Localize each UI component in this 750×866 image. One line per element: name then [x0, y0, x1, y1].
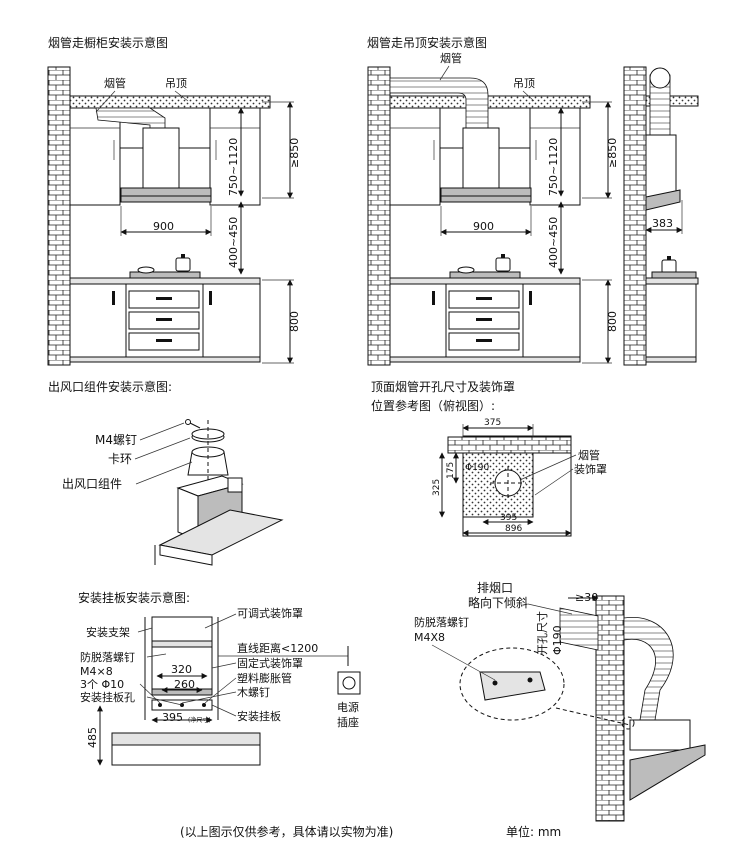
countertop — [69, 277, 261, 285]
cabinet-routing-diagram: 烟管走橱柜安装示意图 烟管 — [47, 35, 301, 366]
three-phi10-label: 3个 Φ10 — [80, 678, 124, 691]
plan-cover-label: 装饰罩 — [574, 462, 607, 476]
exhaust-wall — [595, 595, 625, 822]
brick-wall — [47, 66, 71, 366]
mount-diagram-title: 安装挂板安装示意图: — [78, 590, 190, 605]
fixed-cover-label: 固定式装饰罩 — [237, 656, 303, 670]
side-view-diagram: 383 — [623, 66, 699, 366]
dim-750-1120-b: 750~1120 — [547, 138, 560, 196]
m4x8-label: M4×8 — [80, 665, 113, 678]
dim-750-1120: 750~1120 — [227, 138, 240, 196]
outlet-diagram-title: 出风口组件安装示意图: — [48, 379, 172, 394]
m4-screw-label: M4螺钉 — [95, 433, 137, 447]
mount-plate-diagram: 安装挂板安装示意图: 395 (净尺寸) 320 260 485 安装支架 防脱… — [78, 590, 361, 766]
hole-size-label: 开孔尺寸 — [535, 611, 549, 655]
mount-plate-label: 安装挂板 — [237, 709, 281, 723]
top-hole-title-2: 位置参考图（俯视图）: — [371, 398, 495, 413]
mount-hole-label: 安装挂板孔 — [80, 690, 135, 704]
outlet-assembly-diagram: 出风口组件安装示意图: M4螺钉 卡环 出风口组件 — [48, 379, 284, 566]
exhaust-pipe-out — [559, 607, 599, 651]
socket-label-1: 电源 — [337, 700, 359, 714]
dim-320: 320 — [171, 663, 192, 676]
hood-chimney — [142, 127, 180, 189]
socket-label-2: 插座 — [337, 715, 359, 729]
power-socket-icon — [337, 671, 361, 695]
footer-note: (以上图示仅供参考，具体请以实物为准) — [180, 824, 393, 839]
dim-325: 325 — [432, 479, 442, 496]
plan-wall — [447, 436, 572, 454]
ceiling-label: 吊顶 — [165, 77, 187, 90]
plan-duct-label: 烟管 — [578, 448, 600, 462]
dim-375: 375 — [484, 418, 501, 428]
dim-800-b: 800 — [606, 311, 619, 332]
bracket-label: 安装支架 — [86, 625, 130, 639]
hood-body — [120, 187, 212, 203]
exhaust-pipe-bend — [623, 616, 674, 721]
m4-screw-icon — [185, 419, 191, 425]
dim-min-850-b: ≥850 — [606, 138, 619, 168]
dim-phi190-wall: Φ190 — [551, 625, 564, 655]
outlet-assembly-label: 出风口组件 — [62, 477, 122, 491]
duct-label: 烟管 — [104, 76, 126, 90]
m4x8-label-2: M4X8 — [414, 631, 445, 644]
dim-400-450-b: 400~450 — [547, 217, 560, 268]
adjustable-cover — [151, 616, 213, 642]
upper-cabinet-left — [69, 107, 121, 206]
dim-485: 485 — [86, 727, 99, 748]
pot-icon — [175, 257, 191, 272]
top-hole-title-1: 顶面烟管开孔尺寸及装饰罩 — [371, 379, 515, 394]
dim-900-b: 900 — [473, 220, 494, 233]
footer-unit: 单位: mm — [506, 824, 561, 839]
dim-400-450: 400~450 — [227, 217, 240, 268]
exhaust-label-2: 略向下倾斜 — [468, 595, 528, 610]
ceiling-slab — [69, 95, 271, 109]
ceiling-routing-diagram: 烟管走吊顶安装示意图 烟管 吊顶 — [367, 35, 619, 366]
dim-383: 383 — [652, 217, 673, 230]
dim-ge30: ≥30 — [575, 591, 598, 604]
anti-drop-screw-label: 防脱落螺钉 — [80, 650, 135, 664]
upper-cabinet-right — [209, 107, 261, 206]
ceiling-label-2: 吊顶 — [513, 77, 535, 90]
top-hole-plan-diagram: 顶面烟管开孔尺寸及装饰罩 位置参考图（俯视图）: 375 325 175 Φ19… — [371, 379, 607, 537]
distance-label: 直线距离<1200 — [237, 641, 318, 655]
duct-label-2: 烟管 — [440, 51, 462, 65]
dim-395-mount: 395 — [162, 711, 183, 724]
dim-395-plan: 395 — [500, 513, 517, 523]
anti-drop-screw-label-2: 防脱落螺钉 — [414, 615, 469, 629]
ceiling-diagram-title: 烟管走吊顶安装示意图 — [367, 35, 487, 50]
dim-896: 896 — [505, 524, 522, 534]
adjustable-cover-label: 可调式装饰罩 — [237, 606, 303, 620]
cabinet-diagram-title: 烟管走橱柜安装示意图 — [48, 35, 168, 50]
exhaust-label-1: 排烟口 — [477, 581, 513, 595]
clamp-label: 卡环 — [108, 452, 132, 466]
dim-min-850: ≥850 — [288, 138, 301, 168]
hood-front — [111, 744, 261, 766]
wall-exhaust-diagram: ≥30 排烟口 略向下倾斜 防脱落螺钉 M4X8 开孔尺寸 Φ190 — [414, 581, 706, 822]
dim-phi190-plan: Φ190 — [465, 463, 490, 473]
detail-ellipse — [459, 647, 565, 721]
dim-260: 260 — [174, 678, 195, 691]
dim-175: 175 — [446, 462, 456, 479]
wood-screw-label: 木螺钉 — [237, 686, 270, 699]
cooktop — [129, 271, 201, 279]
plastic-plug-label: 塑料膨胀管 — [237, 671, 292, 685]
dim-900: 900 — [153, 220, 174, 233]
dim-800: 800 — [288, 311, 301, 332]
side-hood — [645, 189, 681, 211]
exhaust-hood — [629, 744, 706, 801]
net-size-note: (净尺寸) — [188, 716, 211, 724]
